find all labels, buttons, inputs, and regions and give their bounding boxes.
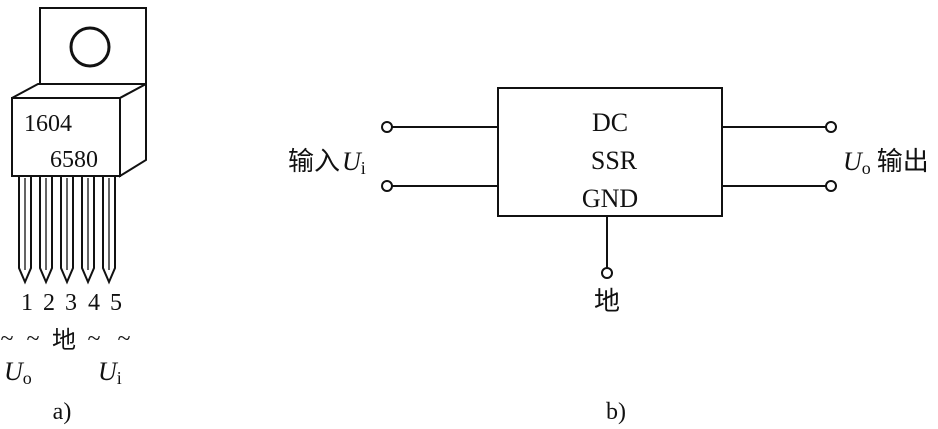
pin-func-ground: 地 bbox=[52, 326, 76, 354]
mounting-tab bbox=[39, 7, 147, 89]
chip-marking-2: 6580 bbox=[50, 147, 98, 173]
pin-lead-2 bbox=[39, 175, 53, 285]
package-drawing bbox=[11, 7, 147, 178]
pin-lead-4 bbox=[81, 175, 95, 285]
pin-func-2: ~ bbox=[27, 326, 40, 352]
chip-marking-1: 1604 bbox=[24, 111, 72, 137]
pin-lead-1 bbox=[18, 175, 32, 285]
pin-func-4: ~ bbox=[88, 326, 101, 352]
output-terminal-top bbox=[825, 121, 837, 133]
input-voltage-label-a: Ui bbox=[98, 357, 122, 388]
body-side bbox=[119, 82, 147, 178]
ssr-label-dc: DC bbox=[592, 108, 628, 137]
ssr-label-gnd: GND bbox=[582, 184, 638, 213]
input-terminal-bottom bbox=[381, 180, 393, 192]
ground-label: 地 bbox=[594, 287, 620, 317]
pin-number-1: 1 bbox=[21, 290, 33, 316]
pin-leads bbox=[18, 175, 116, 285]
caption-a: a) bbox=[53, 399, 72, 425]
pin-number-3: 3 bbox=[65, 290, 77, 316]
pin-lead-5 bbox=[102, 175, 116, 285]
output-voltage-label-a: Uo bbox=[4, 357, 32, 388]
ssr-label-ssr: SSR bbox=[591, 146, 638, 175]
ssr-box bbox=[497, 87, 723, 217]
pin-number-2: 2 bbox=[43, 290, 55, 316]
caption-b: b) bbox=[606, 399, 626, 425]
mounting-hole bbox=[69, 26, 111, 68]
input-label: 输入Ui bbox=[288, 147, 366, 178]
body-front bbox=[11, 97, 121, 177]
pin-number-4: 4 bbox=[88, 290, 100, 316]
pin-func-5: ~ bbox=[118, 326, 131, 352]
pin-func-1: ~ bbox=[1, 326, 14, 352]
ssr-schematic bbox=[381, 87, 837, 279]
ground-terminal bbox=[601, 267, 613, 279]
pin-lead-3 bbox=[60, 175, 74, 285]
input-terminal-top bbox=[381, 121, 393, 133]
output-terminal-bottom bbox=[825, 180, 837, 192]
pin-number-5: 5 bbox=[110, 290, 122, 316]
